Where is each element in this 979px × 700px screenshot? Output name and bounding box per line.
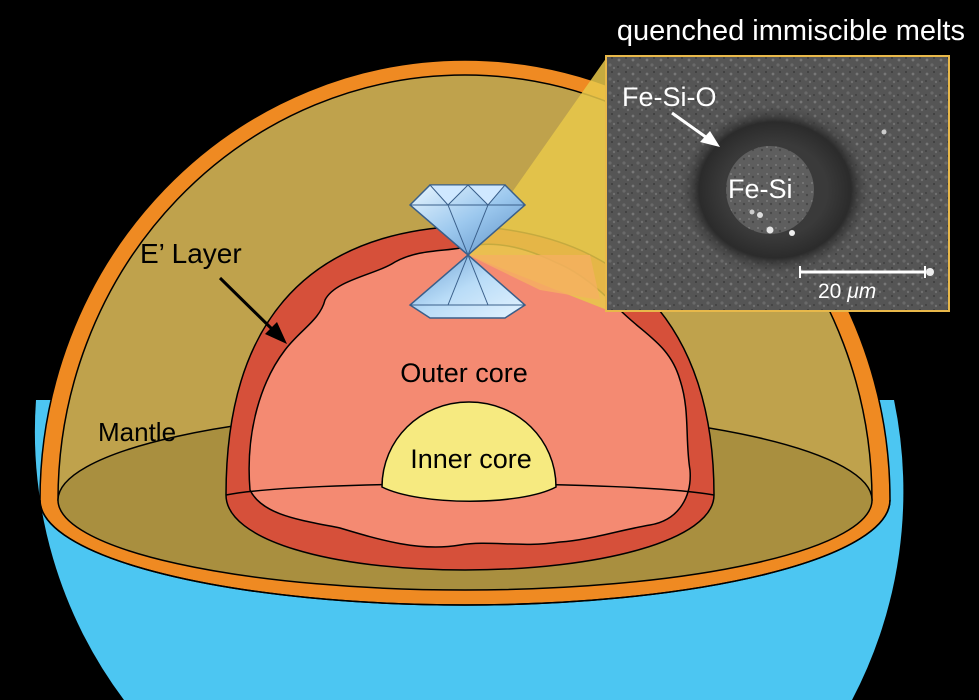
sem-micrograph-inset: [605, 55, 950, 312]
outer-core-label: Outer core: [400, 358, 528, 388]
scale-bar: [799, 266, 926, 278]
e-layer-label: E’ Layer: [140, 238, 242, 269]
diamond-anvil-icon: [408, 184, 527, 319]
scale-value: 20: [818, 280, 847, 303]
mantle-label: Mantle: [98, 417, 176, 447]
figure-title: quenched immiscible melts: [617, 15, 965, 47]
inner-core-label: Inner core: [410, 444, 532, 474]
fe-si-o-label: Fe-Si-O: [622, 82, 717, 112]
e-layer-arrow-icon: [218, 276, 287, 344]
zoom-wedge: [468, 57, 607, 310]
scale-unit: μm: [846, 280, 876, 303]
scale-bar-label: 20 μm: [818, 280, 876, 303]
inner-core: [381, 401, 557, 502]
outer-core: [248, 243, 691, 548]
fe-si-o-arrow-icon: [671, 111, 720, 147]
fe-si-label: Fe-Si: [728, 174, 793, 204]
